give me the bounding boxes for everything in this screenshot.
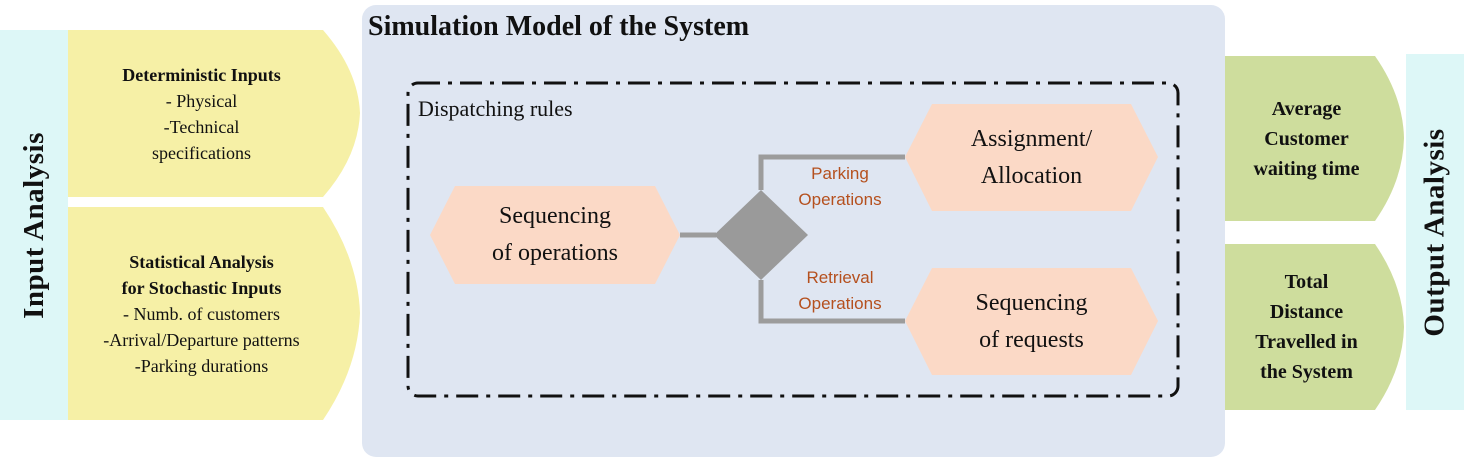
assignment-allocation-hexagon: Assignment/ Allocation <box>905 104 1158 211</box>
op-label-line: Operations <box>798 190 882 209</box>
statistical-title: Statistical Analysis <box>129 251 274 272</box>
hexagon-text: Sequencing <box>499 203 611 229</box>
retrieval-operations-label: Retrieval Operations <box>780 265 900 317</box>
statistical-inputs-box: Statistical Analysis for Stochastic Inpu… <box>68 207 363 420</box>
hexagon-text: of operations <box>492 240 618 266</box>
output-text: waiting time <box>1253 157 1360 180</box>
op-label-line: Retrieval <box>806 268 874 287</box>
op-label-line: Parking <box>811 164 869 183</box>
statistical-line: -Arrival/Departure patterns <box>103 329 300 350</box>
hexagon-text: Allocation <box>980 162 1083 189</box>
output-text: Total <box>1284 271 1329 293</box>
decision-diamond <box>714 190 808 280</box>
output-analysis-label: Output Analysis <box>1418 127 1451 337</box>
op-label-line: Operations <box>798 294 882 313</box>
simulation-model-title: Simulation Model of the System <box>368 11 750 42</box>
connector-line <box>758 280 905 324</box>
statistical-line: - Numb. of customers <box>123 303 280 324</box>
connector-line <box>758 154 905 190</box>
output-text: the System <box>1260 361 1353 383</box>
parking-operations-label: Parking Operations <box>780 161 900 213</box>
deterministic-title: Deterministic Inputs <box>122 64 281 85</box>
dispatching-rules-label: Dispatching rules <box>418 96 573 121</box>
waiting-time-box: Average Customer waiting time <box>1225 56 1406 221</box>
output-text: Travelled in <box>1255 331 1358 353</box>
output-text: Average <box>1271 97 1342 120</box>
statistical-title: for Stochastic Inputs <box>121 277 282 298</box>
sequencing-operations-hexagon: Sequencing of operations <box>430 186 680 284</box>
hexagon-text: Assignment/ <box>970 125 1093 152</box>
total-distance-box: Total Distance Travelled in the System <box>1225 244 1406 410</box>
dispatching-rules-frame <box>406 81 1180 398</box>
deterministic-line: specifications <box>152 142 251 163</box>
sequencing-requests-hexagon: Sequencing of requests <box>905 268 1158 375</box>
hexagon-text: of requests <box>979 326 1084 353</box>
hexagon-text: Sequencing <box>975 289 1088 316</box>
output-text: Customer <box>1264 127 1349 150</box>
deterministic-line: -Technical <box>163 116 240 137</box>
deterministic-inputs-box: Deterministic Inputs - Physical -Technic… <box>68 30 363 197</box>
output-text: Distance <box>1269 301 1344 323</box>
statistical-line: -Parking durations <box>134 355 269 376</box>
output-analysis-bar: Output Analysis <box>1406 54 1464 410</box>
input-analysis-bar: Input Analysis <box>0 30 68 420</box>
deterministic-line: - Physical <box>165 90 238 111</box>
